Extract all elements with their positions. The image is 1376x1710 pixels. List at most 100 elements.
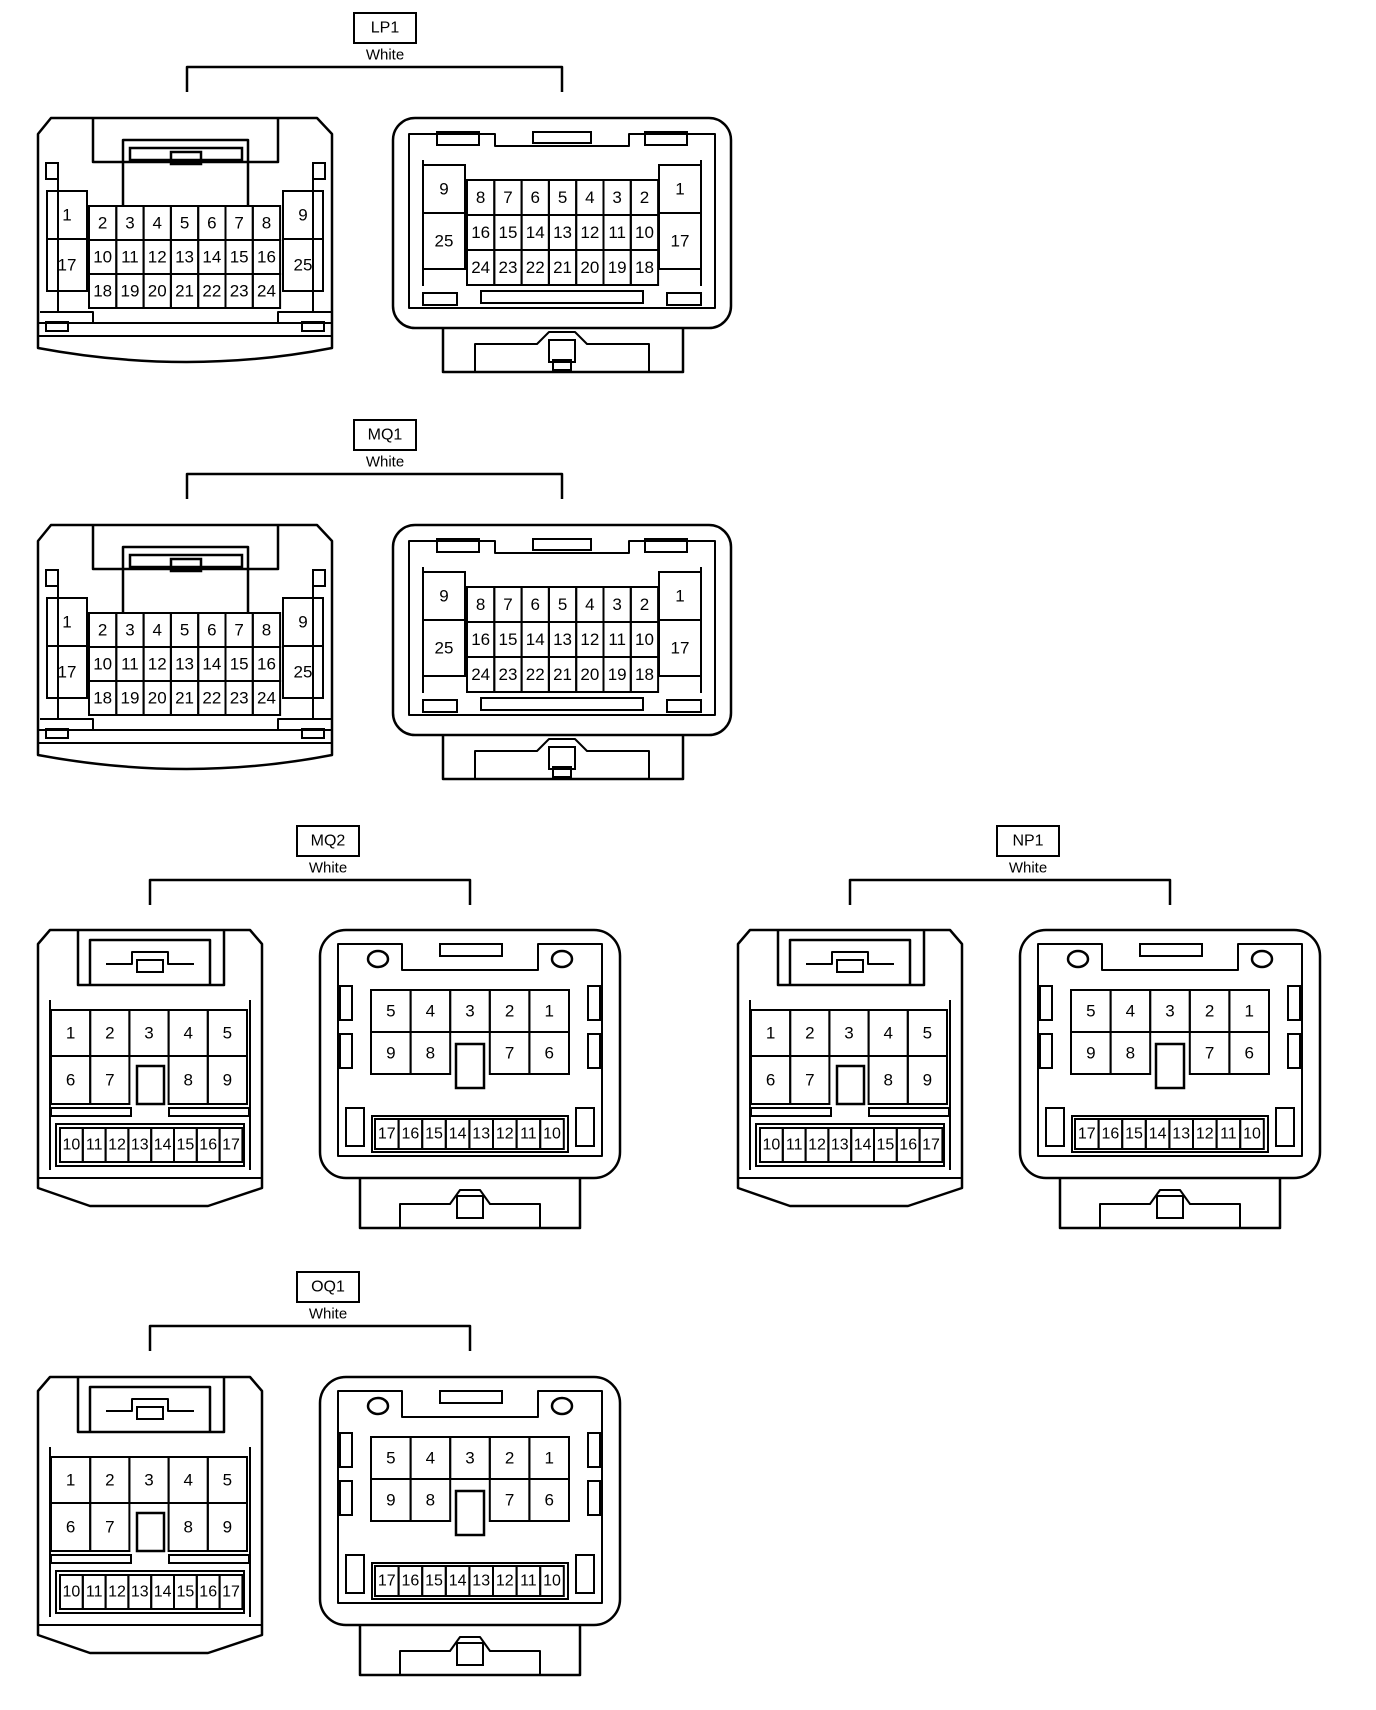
connector-code: MQ1 [368, 427, 403, 444]
connector-code: NP1 [1012, 833, 1043, 850]
pin-number: 24 [471, 665, 490, 684]
pin-cell [218, 1574, 244, 1610]
pin-number: 4 [585, 188, 594, 207]
pin-number: 12 [496, 1126, 514, 1143]
pin-number: 13 [131, 1137, 149, 1154]
pin-number: 12 [1196, 1126, 1214, 1143]
connector-code: OQ1 [311, 1279, 345, 1296]
pin-number: 10 [543, 1126, 561, 1143]
pin-number: 5 [180, 214, 189, 233]
pin-number: 13 [831, 1137, 849, 1154]
side-rib [339, 1480, 353, 1516]
pin-number: 4 [426, 1449, 435, 1468]
pin-number: 7 [234, 621, 243, 640]
pin-number: 6 [66, 1518, 75, 1537]
pin-number: 10 [543, 1573, 561, 1590]
pin-number: 10 [763, 1137, 781, 1154]
top-key [1139, 943, 1203, 957]
pin-cell [282, 645, 324, 699]
latch-detail [106, 1398, 194, 1412]
separator-bar [168, 1554, 250, 1564]
housing-outline [121, 545, 250, 613]
pin-number: 2 [640, 188, 649, 207]
pin-cell [46, 645, 88, 699]
connector-code-box [996, 825, 1060, 857]
pin-number: 19 [120, 282, 139, 301]
pin-number: 4 [426, 1002, 435, 1021]
separator-bar [868, 1107, 950, 1117]
top-slot [644, 131, 688, 146]
pin-cell [422, 212, 466, 270]
pin-number: 14 [449, 1126, 467, 1143]
pin-number: 6 [1244, 1044, 1253, 1063]
latch-tab [169, 150, 203, 166]
pin-number: 15 [230, 655, 249, 674]
separator-bar [750, 1107, 832, 1117]
housing-outline [399, 1636, 541, 1675]
pin-number: 17 [671, 232, 690, 251]
pin-cell [629, 249, 660, 286]
side-rib [1039, 985, 1053, 1021]
connector-code-box [353, 419, 417, 451]
pin-number: 13 [553, 223, 572, 242]
housing-outline [474, 331, 650, 372]
pin-number: 6 [531, 188, 540, 207]
bottom-slot [480, 697, 644, 711]
pin-number: 19 [608, 665, 627, 684]
pin-number: 8 [426, 1044, 435, 1063]
mount-hole [1250, 949, 1274, 969]
connector-color: White [366, 454, 404, 471]
side-rib [345, 1554, 365, 1594]
pin-number: 22 [526, 258, 545, 277]
pin-number: 6 [207, 621, 216, 640]
pin-number: 1 [66, 1024, 75, 1043]
connector-bracket [185, 65, 564, 92]
pin-number: 3 [1165, 1002, 1174, 1021]
pin-cell [539, 1118, 565, 1150]
pin-number: 19 [608, 258, 627, 277]
side-notch [312, 569, 326, 587]
pin-number: 4 [585, 595, 594, 614]
pin-number: 1 [766, 1024, 775, 1043]
connector-bracket [148, 878, 472, 905]
polarizing-key [135, 1511, 166, 1553]
connector-bracket [148, 1324, 472, 1351]
pin-cell [251, 273, 282, 309]
pin-cell [46, 238, 88, 292]
polarizing-key [1154, 1042, 1186, 1090]
pin-cell [251, 680, 282, 716]
housing-outline [1018, 928, 1322, 1180]
pin-number: 7 [805, 1071, 814, 1090]
pin-number: 14 [526, 223, 545, 242]
pin-number: 14 [154, 1137, 172, 1154]
pin-number: 13 [175, 655, 194, 674]
pin-number: 5 [386, 1449, 395, 1468]
pin-number: 16 [257, 655, 276, 674]
pin-number: 16 [199, 1584, 217, 1601]
pin-number: 2 [505, 1449, 514, 1468]
pin-number: 1 [544, 1002, 553, 1021]
pin-number: 23 [230, 689, 249, 708]
pin-number: 1 [62, 206, 71, 225]
housing-outline [88, 938, 212, 985]
housing-outline [91, 525, 280, 571]
pin-number: 1 [1244, 1002, 1253, 1021]
pin-cell [409, 1478, 452, 1522]
pin-number: 2 [1205, 1002, 1214, 1021]
pin-number: 1 [544, 1449, 553, 1468]
pin-number: 4 [183, 1471, 192, 1490]
mount-hole [550, 949, 574, 969]
connector-color: White [309, 860, 347, 877]
bottom-rail [37, 322, 333, 337]
housing-outline [277, 718, 331, 730]
pin-number: 4 [153, 621, 162, 640]
pin-number: 4 [153, 214, 162, 233]
pin-number: 8 [183, 1518, 192, 1537]
inner-frame [1037, 943, 1303, 1157]
pin-number: 1 [66, 1471, 75, 1490]
